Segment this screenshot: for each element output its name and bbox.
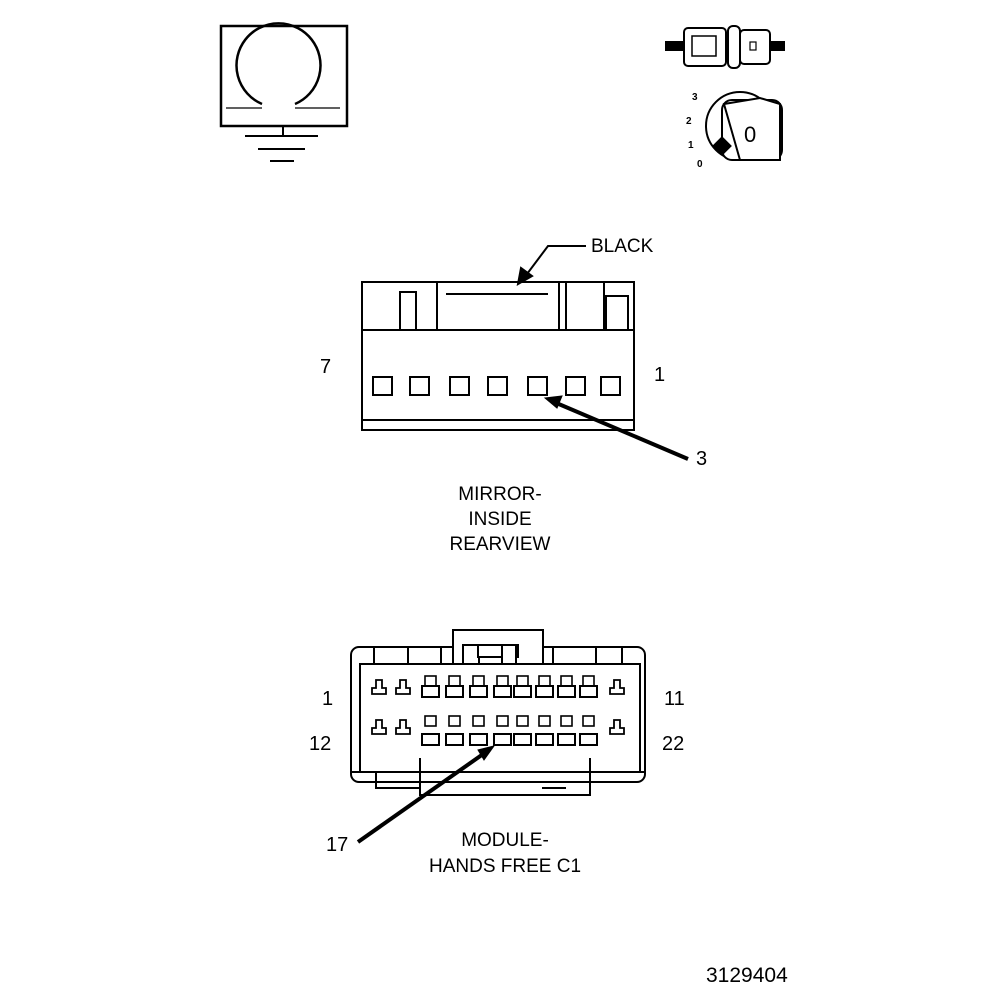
mirror-name-line-2: INSIDE [468,509,532,530]
mirror-pin-3-callout: 3 [696,448,708,470]
hf-pin-cavity [395,719,411,735]
hf-pin-cavity [445,715,464,746]
mirror-pin-3 [527,376,548,396]
hf-pin-cavity [557,675,576,698]
hf-pin-cavity [395,679,411,695]
ground-icon [219,22,349,162]
key-position-3: 3 [692,92,698,103]
ignition-key-icon [705,91,783,161]
mirror-pin-4 [487,376,508,396]
hf-pin-17-callout: 17 [326,834,349,856]
hf-pin-cavity [371,719,387,735]
hf-pin-cavity [535,675,554,698]
mirror-pin-2 [565,376,586,396]
black-leader [516,245,586,286]
hf-pin-cavity [557,715,576,746]
key-face-label: 0 [744,122,756,147]
inline-connector-icon [665,25,785,69]
hf-pin-cavity [469,715,488,746]
mirror-pin-1-label: 1 [654,364,666,386]
mirror-connector-body [361,281,635,431]
hands-free-pin-cavities [371,675,625,746]
key-position-1: 1 [688,140,694,151]
key-position-0: 0 [697,159,703,170]
hf-pin-cavity [609,719,625,735]
mirror-connector-name: MIRROR- INSIDE REARVIEW [420,482,580,557]
mirror-pin-1 [600,376,621,396]
mirror-name-line-1: MIRROR- [458,484,542,505]
hf-pin-cavity [493,675,512,698]
mirror-pin-7-label: 7 [320,356,332,378]
key-position-labels: 3 2 1 0 0 [686,92,756,170]
key-position-2: 2 [686,116,692,127]
hf-name-line-1: MODULE- [461,830,549,851]
mirror-pin-7 [372,376,393,396]
hf-pin-cavity [513,715,532,746]
hf-pin-cavity [579,675,598,698]
hf-pin-cavity [609,679,625,695]
hf-pin-cavity [421,715,440,746]
hf-pin-1-label: 1 [322,688,334,710]
hands-free-pin-17-leader [356,745,496,844]
hf-pin-12-label: 12 [309,733,332,755]
hf-pin-cavity [579,715,598,746]
mirror-name-line-3: REARVIEW [449,534,551,555]
hf-pin-cavity [535,715,554,746]
hf-pin-22-label: 22 [662,733,685,755]
hands-free-connector-body [350,629,646,796]
mirror-pin-cavities [372,376,621,396]
hf-pin-cavity [513,675,532,698]
mirror-pin-3-leader [543,395,689,461]
hf-pin-cavity [445,675,464,698]
hf-pin-cavity [469,675,488,698]
mirror-pin-5 [449,376,470,396]
hf-pin-cavity [421,675,440,698]
mirror-pin-6 [409,376,430,396]
figure-number: 3129404 [706,964,788,987]
hf-name-line-2: HANDS FREE C1 [428,856,582,877]
hands-free-connector-name: MODULE- HANDS FREE C1 [400,828,610,880]
hf-pin-cavity [371,679,387,695]
black-wire-color-label: BLACK [591,236,654,257]
hf-pin-cavity [493,715,512,746]
hf-pin-11-label: 11 [664,688,685,710]
